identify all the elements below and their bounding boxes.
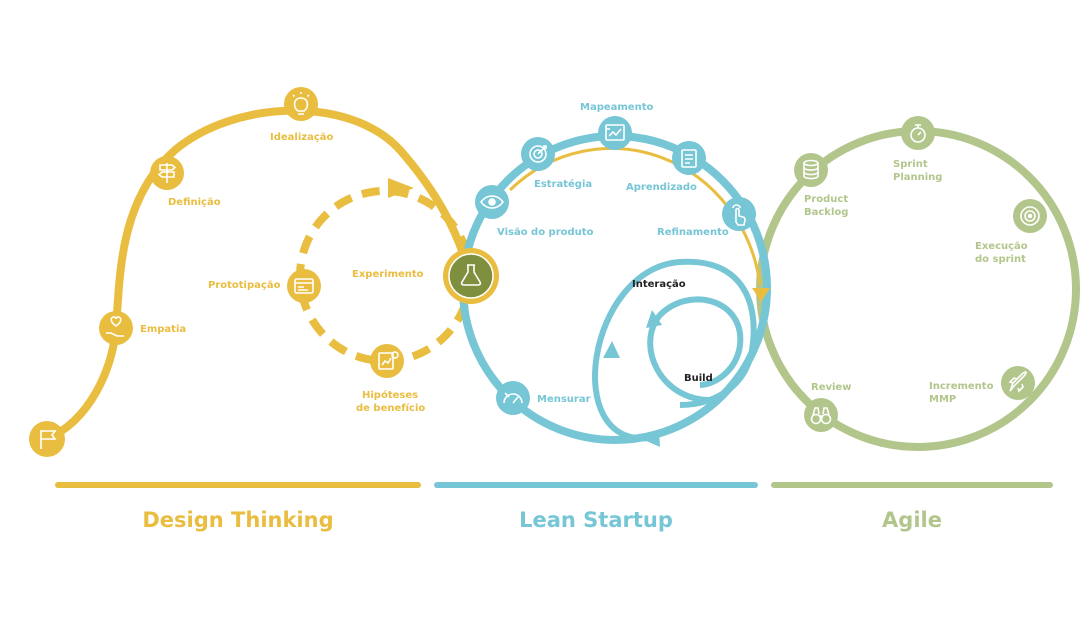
prototype-icon bbox=[294, 278, 314, 294]
agile-label-review: Review bbox=[811, 382, 851, 393]
design-label-experimento: Experimento bbox=[352, 269, 424, 280]
design-node-hipoteses bbox=[370, 344, 404, 378]
lean-group: Visão do produto Estratégia Mapeamento A… bbox=[443, 102, 771, 447]
agile-label-backlog: Backlog bbox=[804, 207, 848, 218]
agile-title: Agile bbox=[882, 508, 942, 532]
lean-label-mensurar: Mensurar bbox=[537, 394, 591, 405]
agile-node-review bbox=[804, 398, 838, 432]
eye-icon bbox=[479, 195, 505, 209]
lean-loop-label-inner: Build bbox=[684, 373, 713, 384]
touch-icon bbox=[732, 204, 746, 226]
lean-node-aprendizado bbox=[672, 141, 706, 175]
cycle-icon bbox=[1020, 206, 1040, 226]
lean-label-refinamento: Refinamento bbox=[657, 227, 729, 238]
design-label-idealizacao: Idealização bbox=[270, 132, 334, 143]
heart-hand-icon bbox=[106, 316, 124, 337]
design-node-flag bbox=[29, 421, 65, 457]
agile-node-product-backlog bbox=[794, 153, 828, 187]
design-title: Design Thinking bbox=[142, 508, 333, 532]
lean-ring-arrow bbox=[752, 288, 770, 302]
lean-label-estrategia: Estratégia bbox=[534, 178, 592, 190]
design-loop-arrow bbox=[388, 178, 414, 198]
lean-label-mapeamento: Mapeamento bbox=[580, 102, 653, 113]
lean-node-visao bbox=[475, 185, 509, 219]
lean-node-estrategia bbox=[521, 137, 555, 171]
flag-icon bbox=[40, 430, 57, 449]
notes-icon bbox=[681, 149, 697, 168]
design-node-definicao bbox=[150, 156, 184, 190]
agile-node-sprint-planning bbox=[901, 116, 935, 150]
lean-spiral-inner bbox=[647, 296, 744, 403]
rocket-icon bbox=[1008, 371, 1027, 393]
agile-label-mmp: MMP bbox=[929, 394, 956, 405]
design-node-prototipacao bbox=[287, 269, 321, 303]
design-node-idealizacao bbox=[284, 87, 318, 121]
agile-label-product: Product bbox=[804, 194, 848, 205]
lean-arrow-1 bbox=[603, 341, 620, 358]
lean-arrow-2 bbox=[646, 310, 662, 328]
database-icon bbox=[803, 159, 819, 180]
lightbulb-icon bbox=[292, 92, 310, 115]
design-node-empatia bbox=[99, 311, 133, 345]
lean-arrow-3 bbox=[642, 431, 660, 447]
agile-label-planning: Planning bbox=[893, 172, 942, 183]
design-label-prototipacao: Prototipação bbox=[208, 280, 281, 291]
agile-node-incremento-mmp bbox=[1001, 366, 1035, 400]
design-label-definicao: Definição bbox=[168, 197, 221, 208]
target-icon bbox=[529, 145, 547, 163]
flask-icon bbox=[460, 264, 482, 286]
lean-spiral-outer bbox=[592, 258, 757, 442]
design-label-beneficio: de benefício bbox=[356, 402, 425, 414]
lean-label-visao: Visão do produto bbox=[497, 227, 594, 238]
lean-node-refinamento bbox=[722, 197, 756, 231]
gauge-icon bbox=[503, 392, 523, 404]
binoculars-icon bbox=[810, 407, 832, 425]
lean-label-aprendizado: Aprendizado bbox=[626, 182, 697, 193]
agile-label-sprint: Sprint bbox=[893, 159, 928, 170]
map-icon bbox=[605, 124, 625, 141]
agile-label-execucao: Execução bbox=[975, 241, 1028, 252]
lean-title: Lean Startup bbox=[519, 508, 673, 532]
lean-loop-label-outer: Interação bbox=[632, 279, 686, 290]
design-label-empatia: Empatia bbox=[140, 324, 186, 335]
agile-label-do-sprint: do sprint bbox=[975, 254, 1026, 265]
lean-node-mapeamento bbox=[598, 116, 632, 150]
design-main-path bbox=[43, 106, 474, 443]
signpost-icon bbox=[157, 163, 177, 183]
design-label-hipoteses: Hipóteses bbox=[362, 389, 418, 401]
agile-group: Product Backlog Sprint Planning Execução… bbox=[756, 116, 1080, 451]
lean-node-mensurar bbox=[496, 381, 530, 415]
agile-label-incremento: Incremento bbox=[929, 381, 994, 392]
document-chart-icon bbox=[378, 351, 399, 370]
experiment-node bbox=[443, 248, 499, 304]
agile-node-execucao-sprint bbox=[1013, 199, 1047, 233]
stopwatch-icon bbox=[910, 124, 926, 143]
